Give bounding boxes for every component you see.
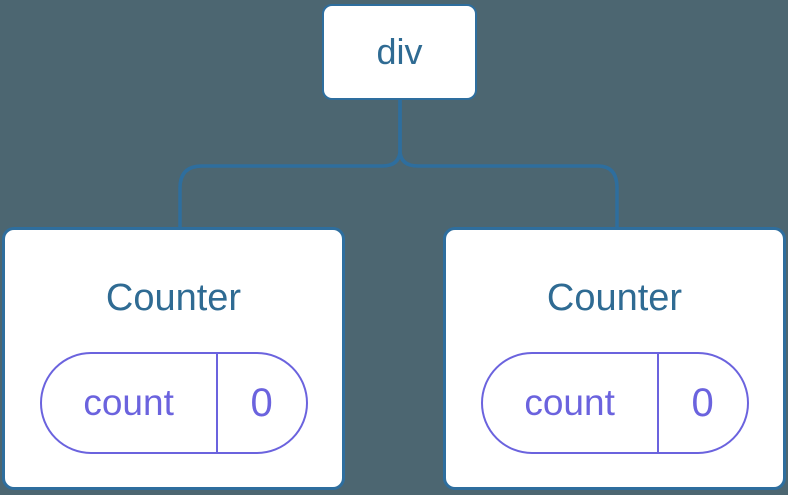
root-node: div (322, 4, 477, 100)
connector-right-branch (398, 97, 619, 229)
connector-left-branch (178, 97, 402, 229)
state-key-label: count (483, 354, 659, 452)
counter-node-right: Counter count 0 (443, 227, 786, 490)
state-key-label: count (42, 354, 218, 452)
component-name-label: Counter (546, 277, 683, 319)
state-pill: count 0 (39, 352, 308, 454)
state-pill: count 0 (480, 352, 749, 454)
state-value-label: 0 (250, 380, 273, 425)
counter-node-left: Counter count 0 (2, 227, 345, 490)
root-node-label: div (376, 31, 423, 72)
state-value-label: 0 (691, 380, 714, 425)
component-name-label: Counter (105, 277, 242, 319)
